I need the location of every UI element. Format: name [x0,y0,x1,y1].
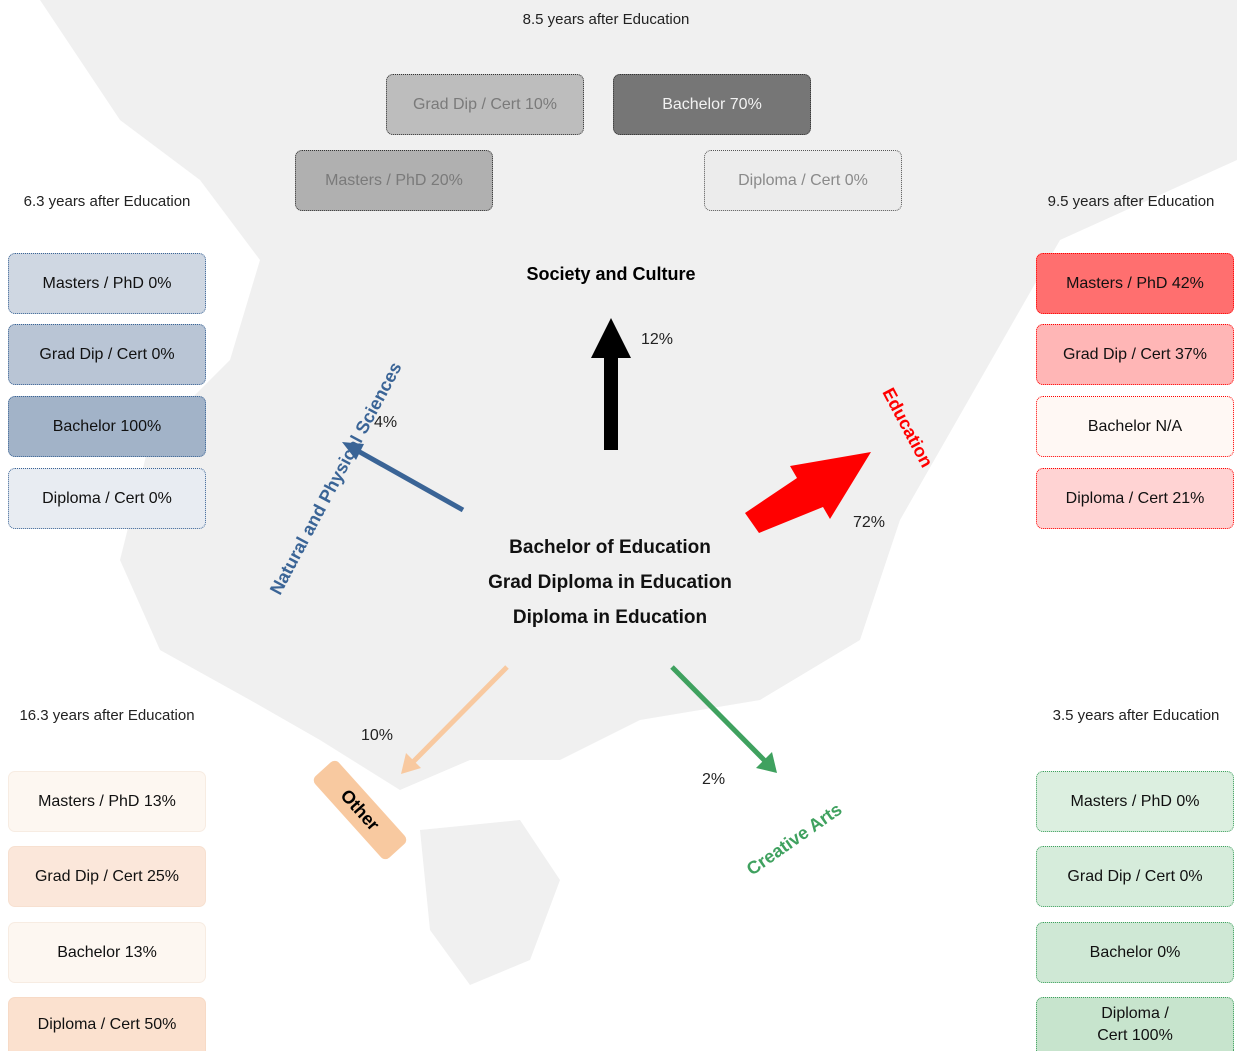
society-diploma-box: Diploma / Cert 0% [704,150,902,211]
society-bachelor-box: Bachelor 70% [613,74,811,135]
arrow-creative [670,665,777,773]
education-grad-dip-box: Grad Dip / Cert 37% [1036,324,1234,385]
education-pct: 72% [853,514,886,531]
center-line-3: Diploma in Education [512,607,708,628]
creative-grad-dip-box: Grad Dip / Cert 0% [1036,846,1234,907]
sciences-masters-box: Masters / PhD 0% [8,253,206,314]
education-label: Education [878,384,937,470]
society-masters-box: Masters / PhD 20% [295,150,493,211]
education-bachelor-box: Bachelor N/A [1036,396,1234,457]
sciences-bachelor-box: Bachelor 100% [8,396,206,457]
sciences-pct: 4% [374,414,398,431]
other-years: 16.3 years after Education [19,707,195,724]
sciences-grad-dip-box: Grad Dip / Cert 0% [8,324,206,385]
sciences-years: 6.3 years after Education [23,193,191,210]
society-grad-dip-box: Grad Dip / Cert 10% [386,74,584,135]
education-diploma-box: Diploma / Cert 21% [1036,468,1234,529]
other-label-box: Other [313,760,407,860]
center-line-1: Bachelor of Education [509,537,711,558]
creative-years: 3.5 years after Education [1052,707,1220,724]
sciences-label: Natural and Physical Sciences [266,359,406,598]
education-masters-box: Masters / PhD 42% [1036,253,1234,314]
education-years: 9.5 years after Education [1047,193,1215,210]
arrow-sciences [342,442,465,513]
sciences-diploma-box: Diploma / Cert 0% [8,468,206,529]
creative-pct: 2% [702,771,726,788]
other-grad-dip-box: Grad Dip / Cert 25% [8,846,206,907]
society-pct: 12% [641,331,674,348]
center-line-2: Grad Diploma in Education [488,572,732,593]
other-bachelor-box: Bachelor 13% [8,922,206,983]
creative-bachelor-box: Bachelor 0% [1036,922,1234,983]
society-label: Society and Culture [526,264,695,284]
society-years: 8.5 years after Education [522,11,690,28]
other-diploma-box: Diploma / Cert 50% [8,997,206,1051]
arrow-society [591,318,631,450]
other-masters-box: Masters / PhD 13% [8,771,206,832]
creative-masters-box: Masters / PhD 0% [1036,771,1234,832]
other-pct: 10% [361,727,394,744]
arrow-education [745,452,871,533]
creative-label: Creative Arts [743,799,846,879]
center-qualifications: Bachelor of Education Grad Diploma in Ed… [400,530,820,635]
creative-diploma-box: Diploma / Cert 100% [1036,997,1234,1051]
arrow-other [401,665,509,774]
